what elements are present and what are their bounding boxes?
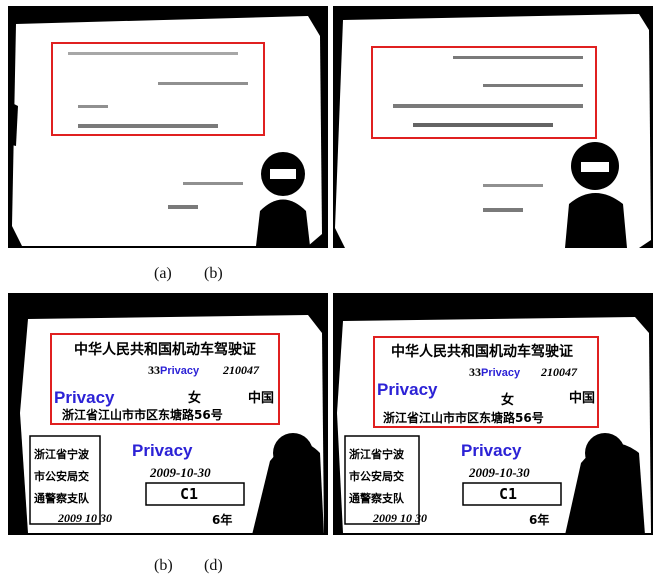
id-number-fragment: 210047 xyxy=(541,365,577,379)
privacy-mask: Privacy xyxy=(377,380,438,399)
nationality-value: 中国 xyxy=(248,391,275,406)
licence-title: 中华人民共和国机动车驾驶证 xyxy=(391,344,573,360)
id-prefix: 33Privacy xyxy=(469,365,521,379)
issue-date: 2009-10-30 xyxy=(469,465,530,480)
figure-panel-a xyxy=(8,6,328,248)
id-number-fragment: 210047 xyxy=(223,363,259,377)
issuer-line-2: 市公安局交 xyxy=(349,470,404,483)
issuer-line-1: 浙江省宁波 xyxy=(34,448,89,461)
figure-panel-c: 中华人民共和国机动车驾驶证 Privacy 33Privacy 210047 女… xyxy=(8,293,328,535)
binarized-licence-image xyxy=(8,16,322,246)
caption-a: (a) xyxy=(154,265,172,282)
figure-panel-b xyxy=(333,6,653,248)
sex-value: 女 xyxy=(501,393,515,408)
licence-image xyxy=(337,317,651,535)
class-value: C1 xyxy=(499,485,518,503)
caption-d: (d) xyxy=(204,557,223,574)
valid-from: 2009 10 30 xyxy=(58,511,112,525)
class-value: C1 xyxy=(180,485,199,503)
licence-title: 中华人民共和国机动车驾驶证 xyxy=(74,342,256,358)
sex-value: 女 xyxy=(188,391,202,406)
roi-box xyxy=(371,46,597,139)
issue-date: 2009-10-30 xyxy=(150,465,211,480)
privacy-mask: Privacy xyxy=(54,388,115,407)
issuer-line-3: 通警察支队 xyxy=(349,492,404,505)
valid-term: 6年 xyxy=(529,513,550,527)
figure-panel-d: 中华人民共和国机动车驾驶证 Privacy 33Privacy 210047 女… xyxy=(333,293,653,535)
roi-box xyxy=(373,336,599,428)
nationality-value: 中国 xyxy=(569,391,596,406)
address-value: 浙江省江山市市区东塘路56号 xyxy=(383,411,544,425)
privacy-mask-birth: Privacy xyxy=(132,441,193,460)
roi-box xyxy=(50,333,280,425)
valid-term: 6年 xyxy=(212,513,233,527)
binarized-licence-image xyxy=(335,14,651,248)
issuer-line-3: 通警察支队 xyxy=(34,492,89,505)
issuer-line-1: 浙江省宁波 xyxy=(349,448,404,461)
caption-b: (b) xyxy=(204,265,223,282)
caption-c: (b) xyxy=(154,557,173,574)
valid-from: 2009 10 30 xyxy=(373,511,427,525)
issuer-line-2: 市公安局交 xyxy=(34,470,89,483)
roi-box xyxy=(51,42,265,136)
id-prefix: 33Privacy xyxy=(148,363,200,377)
address-value: 浙江省江山市市区东塘路56号 xyxy=(62,408,223,422)
privacy-mask-birth: Privacy xyxy=(461,441,522,460)
